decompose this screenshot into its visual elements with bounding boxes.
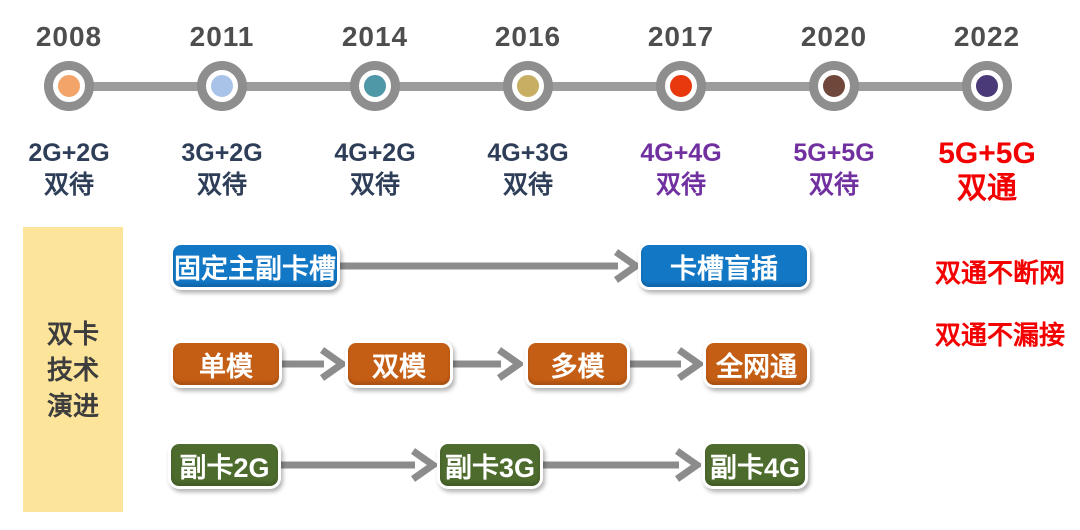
timeline-label-mode: 双待 — [43, 171, 94, 199]
timeline-label-mode: 双待 — [655, 171, 706, 199]
timeline-label-2016: 4G+3G 双待 — [448, 137, 608, 201]
timeline-label-2008: 2G+2G 双待 — [0, 137, 149, 201]
arrow-slots-to-blind-insert — [340, 249, 640, 283]
timeline-label-2017: 4G+4G 双待 — [601, 137, 761, 201]
timeline-label-tech: 2G+2G — [28, 139, 110, 167]
flow-step-slot-blind-insert: 卡槽盲插 — [638, 242, 810, 290]
section-title-line3: 演进 — [46, 390, 99, 421]
arrow-multi-to-all-netcom — [628, 347, 703, 381]
timeline-year-2017: 2017 — [647, 21, 715, 52]
section-title-line2: 技术 — [46, 354, 99, 385]
timeline-node-icon-2017 — [665, 70, 697, 102]
timeline-node-icon-2022 — [971, 70, 1003, 102]
annotation-no-network-drop: 双通不断网 — [934, 258, 1065, 288]
arrow-subcard-3g-to-4g — [541, 448, 701, 482]
annotation-no-missed-calls: 双通不漏接 — [934, 320, 1065, 350]
timeline-label-tech: 4G+2G — [334, 139, 416, 167]
timeline-node-icon-2008 — [53, 70, 85, 102]
arrow-subcard-2g-to-3g — [279, 448, 437, 482]
timeline-year-2022: 2022 — [953, 21, 1021, 52]
section-title-panel: 双卡 技术 演进 — [23, 227, 123, 512]
flow-step-subcard-2g: 副卡2G — [168, 441, 281, 489]
flow-step-subcard-4g: 副卡4G — [702, 441, 808, 489]
timeline-label-tech: 5G+5G — [793, 139, 875, 167]
timeline-node-icon-2011 — [206, 70, 238, 102]
timeline-label-tech: 4G+3G — [487, 139, 569, 167]
timeline-label-2014: 4G+2G 双待 — [295, 137, 455, 201]
timeline-year-2011: 2011 — [189, 21, 255, 52]
timeline-label-mode: 双待 — [502, 171, 553, 199]
timeline-year-2020: 2020 — [800, 21, 868, 52]
timeline-label-mode: 双通 — [957, 172, 1017, 205]
flow-step-subcard-3g: 副卡3G — [437, 441, 543, 489]
timeline-label-2022: 5G+5G 双通 — [907, 136, 1067, 206]
timeline-label-mode: 双待 — [349, 171, 400, 199]
timeline-year-2014: 2014 — [341, 21, 409, 52]
arrow-dual-to-multi-mode — [451, 347, 523, 381]
flow-step-multi-mode: 多模 — [525, 340, 630, 388]
timeline-node-icon-2016 — [512, 70, 544, 102]
timeline-label-mode: 双待 — [196, 171, 247, 199]
timeline-node-icon-2014 — [359, 70, 391, 102]
timeline-label-mode: 双待 — [808, 171, 859, 199]
flow-step-fixed-main-sub-slots: 固定主副卡槽 — [170, 242, 340, 290]
section-title-text: 双卡 技术 演进 — [47, 316, 99, 424]
timeline-label-tech: 5G+5G — [938, 137, 1036, 170]
section-title-line1: 双卡 — [46, 318, 99, 349]
flow-step-dual-mode: 双模 — [345, 340, 453, 388]
timeline-year-2008: 2008 — [35, 21, 103, 52]
timeline-label-tech: 3G+2G — [181, 139, 263, 167]
arrow-single-to-dual-mode — [280, 347, 346, 381]
timeline-node-icon-2020 — [818, 70, 850, 102]
flow-step-single-mode: 单模 — [170, 340, 282, 388]
flow-step-all-netcom: 全网通 — [703, 340, 810, 388]
timeline-year-2016: 2016 — [494, 21, 562, 52]
timeline-label-2011: 3G+2G 双待 — [142, 137, 302, 201]
timeline-label-tech: 4G+4G — [640, 139, 722, 167]
timeline-label-2020: 5G+5G 双待 — [754, 137, 914, 201]
